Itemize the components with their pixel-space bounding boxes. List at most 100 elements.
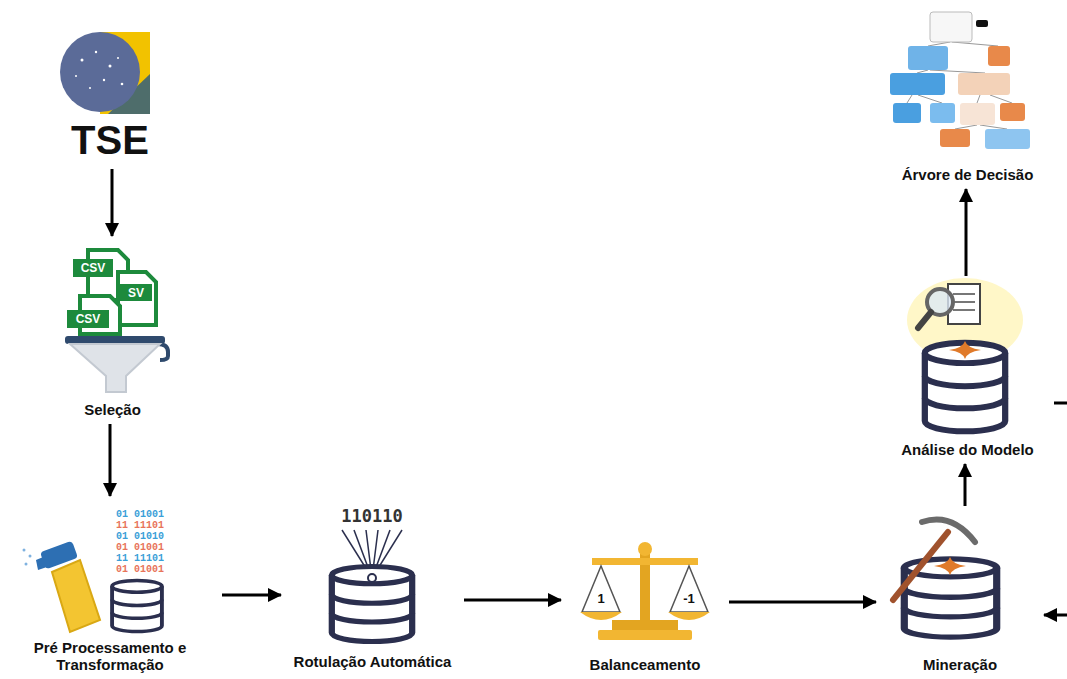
balance-scale-icon xyxy=(592,558,698,565)
balance-scale-icon xyxy=(580,612,622,620)
spray-bottle-icon xyxy=(25,563,28,566)
spray-bottle-icon xyxy=(23,541,101,632)
decision-tree-picture xyxy=(976,20,988,27)
binary-digits: 11 11101 xyxy=(116,554,164,564)
mining-icon xyxy=(922,520,975,543)
csv-files-icon xyxy=(120,284,152,301)
tse-logo xyxy=(109,65,112,68)
tse-logo xyxy=(60,32,140,112)
mining-icon xyxy=(893,520,997,638)
analysis-icon xyxy=(953,293,975,295)
csv-files-icon xyxy=(118,272,156,325)
step-name: Pré Processamento e Transformação xyxy=(2,639,218,676)
balance-scale-icon xyxy=(638,542,652,556)
decision-tree-picture xyxy=(890,12,1030,149)
tse-logo xyxy=(89,87,91,89)
binary-digits: 01 01001 xyxy=(116,543,164,553)
decision-tree-picture xyxy=(960,103,995,125)
step-name: Análise do Modelo xyxy=(901,441,1034,460)
decision-tree-picture xyxy=(952,42,998,46)
labelling-icon xyxy=(332,530,412,642)
step-label: Pré Processamento e Transformação xyxy=(2,500,218,675)
flow-arrow xyxy=(464,599,561,602)
csv-files-icon xyxy=(67,310,109,328)
class-value: -1 xyxy=(683,592,695,605)
analysis-icon xyxy=(907,278,1023,431)
decision-tree-picture xyxy=(908,46,948,70)
mining-icon xyxy=(893,532,948,600)
decision-tree-picture xyxy=(980,125,1007,129)
flow-arrow xyxy=(729,601,876,604)
spray-bottle-icon xyxy=(36,555,50,570)
step-label: Seleção xyxy=(55,240,170,420)
tse-logo xyxy=(121,83,124,86)
balance-scale-icon xyxy=(670,566,708,612)
class-value: 1 xyxy=(597,592,604,605)
tse-logo xyxy=(103,79,105,81)
balance-scale-icon xyxy=(582,566,620,612)
decision-tree-picture xyxy=(955,125,977,129)
funnel-icon xyxy=(65,336,165,344)
balance-scale-icon xyxy=(668,612,710,620)
tse-logo xyxy=(95,51,97,53)
file-tag: CSV xyxy=(81,262,106,274)
flow-arrow xyxy=(965,189,968,276)
decision-tree-picture xyxy=(990,95,1012,103)
file-tag: SV xyxy=(128,287,144,299)
decision-tree-picture xyxy=(890,73,945,95)
decision-tree-picture xyxy=(958,73,1010,95)
labelling-icon xyxy=(368,574,376,582)
funnel-icon xyxy=(158,344,168,360)
logo-text: TSE xyxy=(71,117,149,165)
database-icon xyxy=(112,580,162,631)
flow-arrow xyxy=(222,594,281,597)
funnel-icon xyxy=(70,344,160,392)
step-name: Seleção xyxy=(84,401,141,420)
step-name: Balanceamento xyxy=(590,656,701,675)
step-label: Mineração xyxy=(880,510,1040,675)
decision-tree-picture xyxy=(907,95,912,103)
analysis-icon xyxy=(918,312,931,328)
step-name: Rotulação Automática xyxy=(294,653,452,672)
database-icon xyxy=(112,580,162,631)
step-label: Balanceamento xyxy=(565,530,725,675)
decision-tree-picture xyxy=(918,95,942,103)
analysis-icon xyxy=(949,341,981,359)
decision-tree-picture xyxy=(893,103,921,123)
spray-bottle-icon xyxy=(52,560,100,632)
source-logo-label: TSE xyxy=(55,5,165,165)
decision-tree-picture xyxy=(940,129,970,147)
tse-logo xyxy=(81,59,84,62)
step-label: Análise do Modelo xyxy=(885,280,1050,460)
binary-digits: 11 11101 xyxy=(116,521,164,531)
decision-tree-picture xyxy=(930,12,972,42)
analysis-icon xyxy=(953,309,975,311)
step-label: Rotulação Automática xyxy=(285,500,460,672)
binary-digits: 01 01010 xyxy=(116,532,164,542)
csv-files-icon xyxy=(73,259,113,277)
step-label: Árvore de Decisão xyxy=(885,5,1050,185)
balance-scale-icon xyxy=(598,630,692,640)
decision-tree-picture xyxy=(917,70,928,73)
decision-tree-picture xyxy=(1000,103,1025,121)
decision-tree-picture xyxy=(977,95,980,103)
spray-bottle-icon xyxy=(29,555,32,558)
tse-logo xyxy=(60,32,150,114)
funnel-icon xyxy=(65,336,168,392)
flow-arrow xyxy=(1044,403,1067,615)
decision-tree-picture xyxy=(988,46,1010,66)
labelling-icon xyxy=(332,566,412,641)
csv-files-icon xyxy=(67,250,156,334)
step-name: Mineração xyxy=(923,656,997,675)
step-name: Árvore de Decisão xyxy=(902,166,1034,185)
flow-arrow xyxy=(964,464,967,506)
mining-icon xyxy=(934,557,966,575)
decision-tree-picture xyxy=(930,70,985,73)
binary-digits: 01 01001 xyxy=(116,565,164,575)
tse-logo xyxy=(75,75,77,77)
flow-arrow xyxy=(111,169,114,236)
analysis-icon xyxy=(953,301,975,303)
